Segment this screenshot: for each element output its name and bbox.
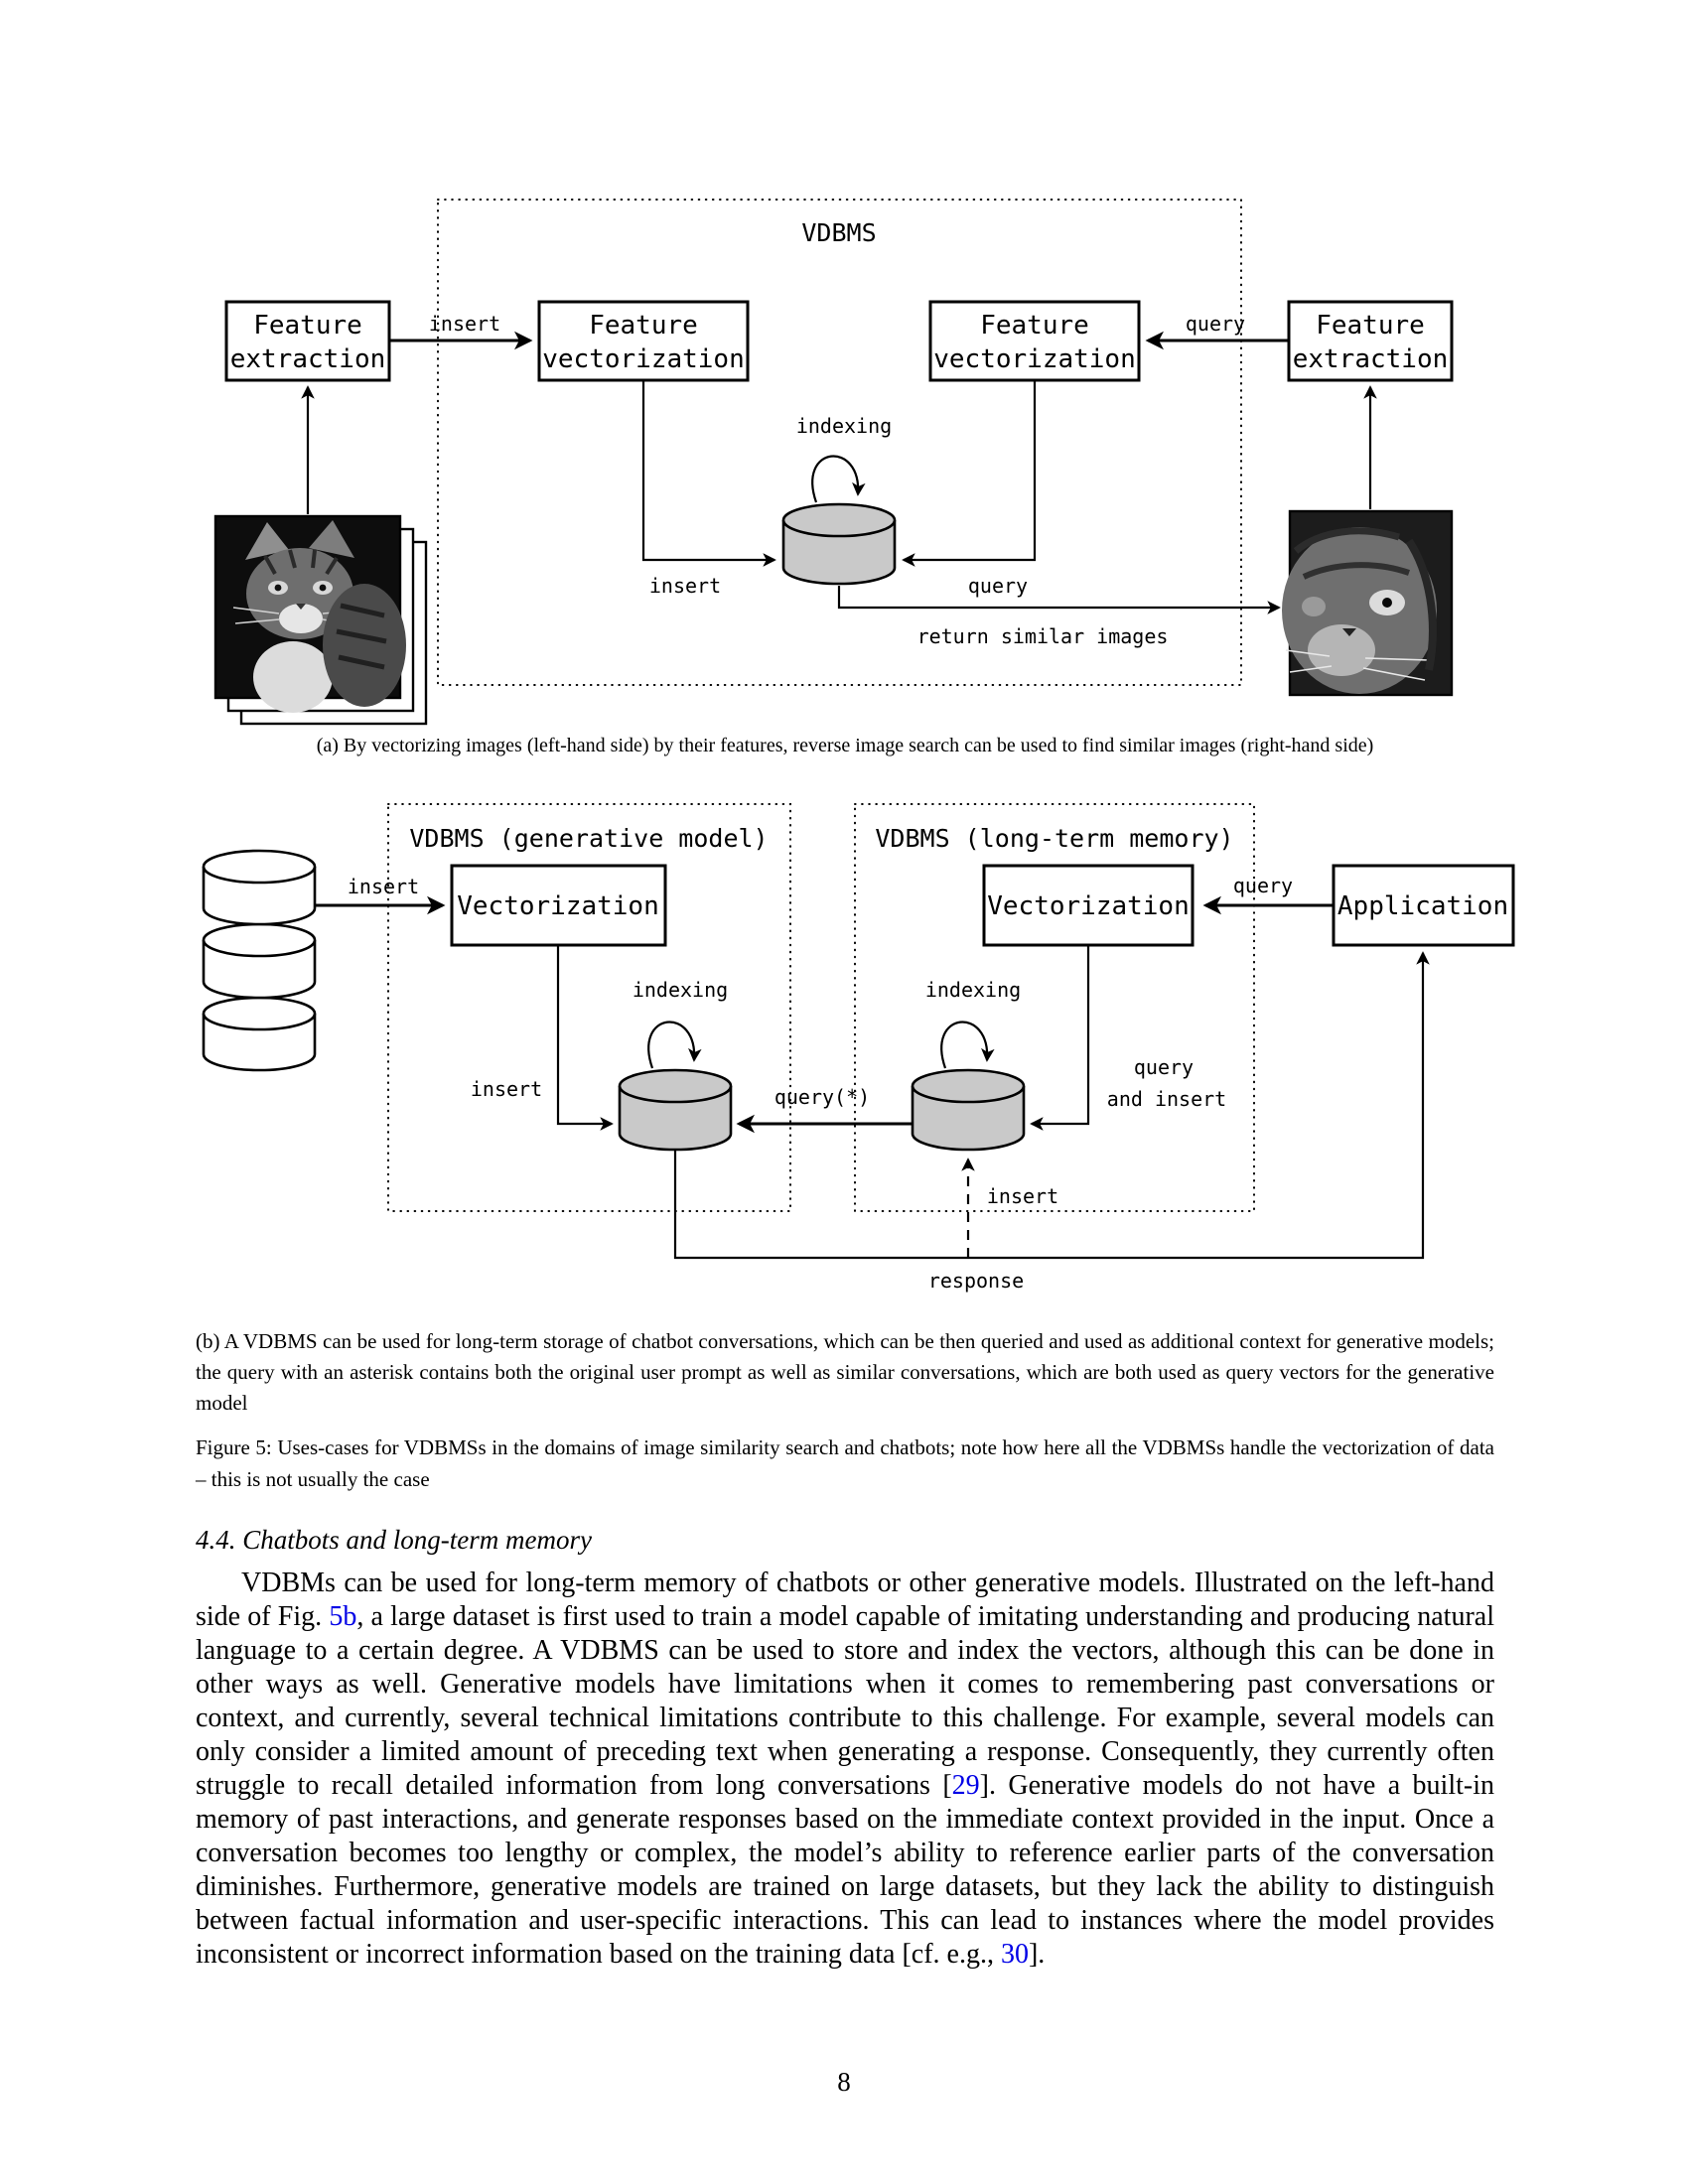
citation-link[interactable]: 5b (329, 1601, 357, 1632)
vdbms-generative-title: VDBMS (generative model) (409, 824, 768, 853)
feature-extraction-left-line2: extraction (230, 344, 386, 374)
label-query-db-a: query (968, 574, 1028, 598)
vector-db-cylinder-generative-top (618, 1068, 733, 1104)
paragraph-text: ]. Generative models do not have a built… (196, 1770, 1494, 1970)
arrow-insert-db-a (641, 380, 776, 567)
label-query-app: query (1233, 874, 1293, 897)
label-query-down-line1: query (1134, 1055, 1194, 1079)
feature-vectorization-right-line1: Feature (980, 311, 1089, 341)
label-query-a: query (1186, 312, 1245, 336)
arrow-response (673, 951, 1430, 1260)
label-insert-a: insert (429, 312, 500, 336)
label-query-down-line2: and insert (1107, 1087, 1226, 1111)
application-box (1332, 864, 1515, 947)
citation-link[interactable]: 30 (1000, 1939, 1029, 1970)
arrow-insert-down-left (556, 945, 614, 1131)
paragraph-text: VDBMs can be used for long-term memory o… (196, 1568, 1494, 1632)
page-number: 8 (837, 2067, 851, 2097)
feature-extraction-left-line1: Feature (253, 311, 362, 341)
vdbms-dotted-box-a (437, 199, 1242, 686)
label-insert-down-left: insert (471, 1077, 542, 1101)
vdbms-generative-dotted-box (387, 803, 791, 1212)
vector-db-cylinder-top-a (781, 502, 897, 538)
arrow-query-insert-down (1030, 945, 1090, 1131)
vdbms-memory-dotted-box (854, 803, 1255, 1212)
label-insert-dashed: insert (987, 1184, 1058, 1208)
vector-db-cylinder-generative (618, 1086, 733, 1152)
feature-extraction-box-right (1287, 300, 1454, 382)
caption-subfigure-a: (a) By vectorizing images (left-hand sid… (316, 735, 1374, 756)
section-heading-4-4: 4.4. Chatbots and long-term memory (196, 1525, 592, 1555)
vector-db-cylinder-memory (911, 1086, 1026, 1152)
label-response: response (928, 1269, 1024, 1293)
label-query-star: query(*) (774, 1085, 870, 1109)
indexing-loop-a (811, 455, 866, 503)
label-insert-data-b: insert (348, 875, 419, 898)
cat-image-result (1282, 509, 1454, 697)
feature-vectorization-box-left (537, 300, 750, 382)
arrow-query-db-a (902, 380, 1037, 567)
feature-vectorization-left-line1: Feature (589, 311, 698, 341)
feature-extraction-box-left (224, 300, 391, 382)
vdbms-memory-title: VDBMS (long-term memory) (875, 824, 1233, 853)
label-return-similar: return similar images (917, 624, 1169, 648)
vectorization-box-left (450, 864, 667, 947)
vectorization-right-label: Vectorization (987, 891, 1190, 921)
feature-extraction-right-line2: extraction (1293, 344, 1449, 374)
label-indexing-a: indexing (796, 414, 892, 438)
vdbms-title-a: VDBMS (801, 218, 876, 247)
paragraph-text: ]. (1028, 1939, 1046, 1970)
paragraph-text: , a large dataset is first used to train… (196, 1601, 1494, 1801)
label-insert-db-a: insert (649, 574, 721, 598)
vector-db-cylinder-a (781, 520, 897, 586)
figure-5-diagrams: VDBMS Feature extraction Feature vectori… (202, 199, 1515, 1293)
cat-image-query-stack (213, 514, 406, 713)
vectorization-left-label: Vectorization (457, 891, 659, 921)
application-label: Application (1337, 891, 1508, 921)
indexing-loop-left-b (647, 1021, 702, 1069)
citation-link[interactable]: 29 (951, 1770, 980, 1801)
body-paragraph: VDBMs can be used for long-term memory o… (196, 1567, 1494, 1972)
arrow-return-similar (837, 586, 1281, 614)
feature-vectorization-right-line2: vectorization (933, 344, 1136, 374)
label-indexing-right-b: indexing (925, 978, 1021, 1002)
feature-vectorization-left-line2: vectorization (542, 344, 745, 374)
figure-5-caption: Figure 5: Uses-cases for VDBMSs in the d… (196, 1435, 1494, 1491)
dataset-cylinder-stack (202, 849, 317, 1072)
vectorization-box-right (982, 864, 1195, 947)
vector-db-cylinder-memory-top (911, 1068, 1026, 1104)
label-indexing-left-b: indexing (633, 978, 728, 1002)
indexing-loop-right-b (940, 1021, 995, 1069)
caption-subfigure-b: (b) A VDBMS can be used for long-term st… (196, 1329, 1494, 1415)
feature-extraction-right-line1: Feature (1316, 311, 1425, 341)
